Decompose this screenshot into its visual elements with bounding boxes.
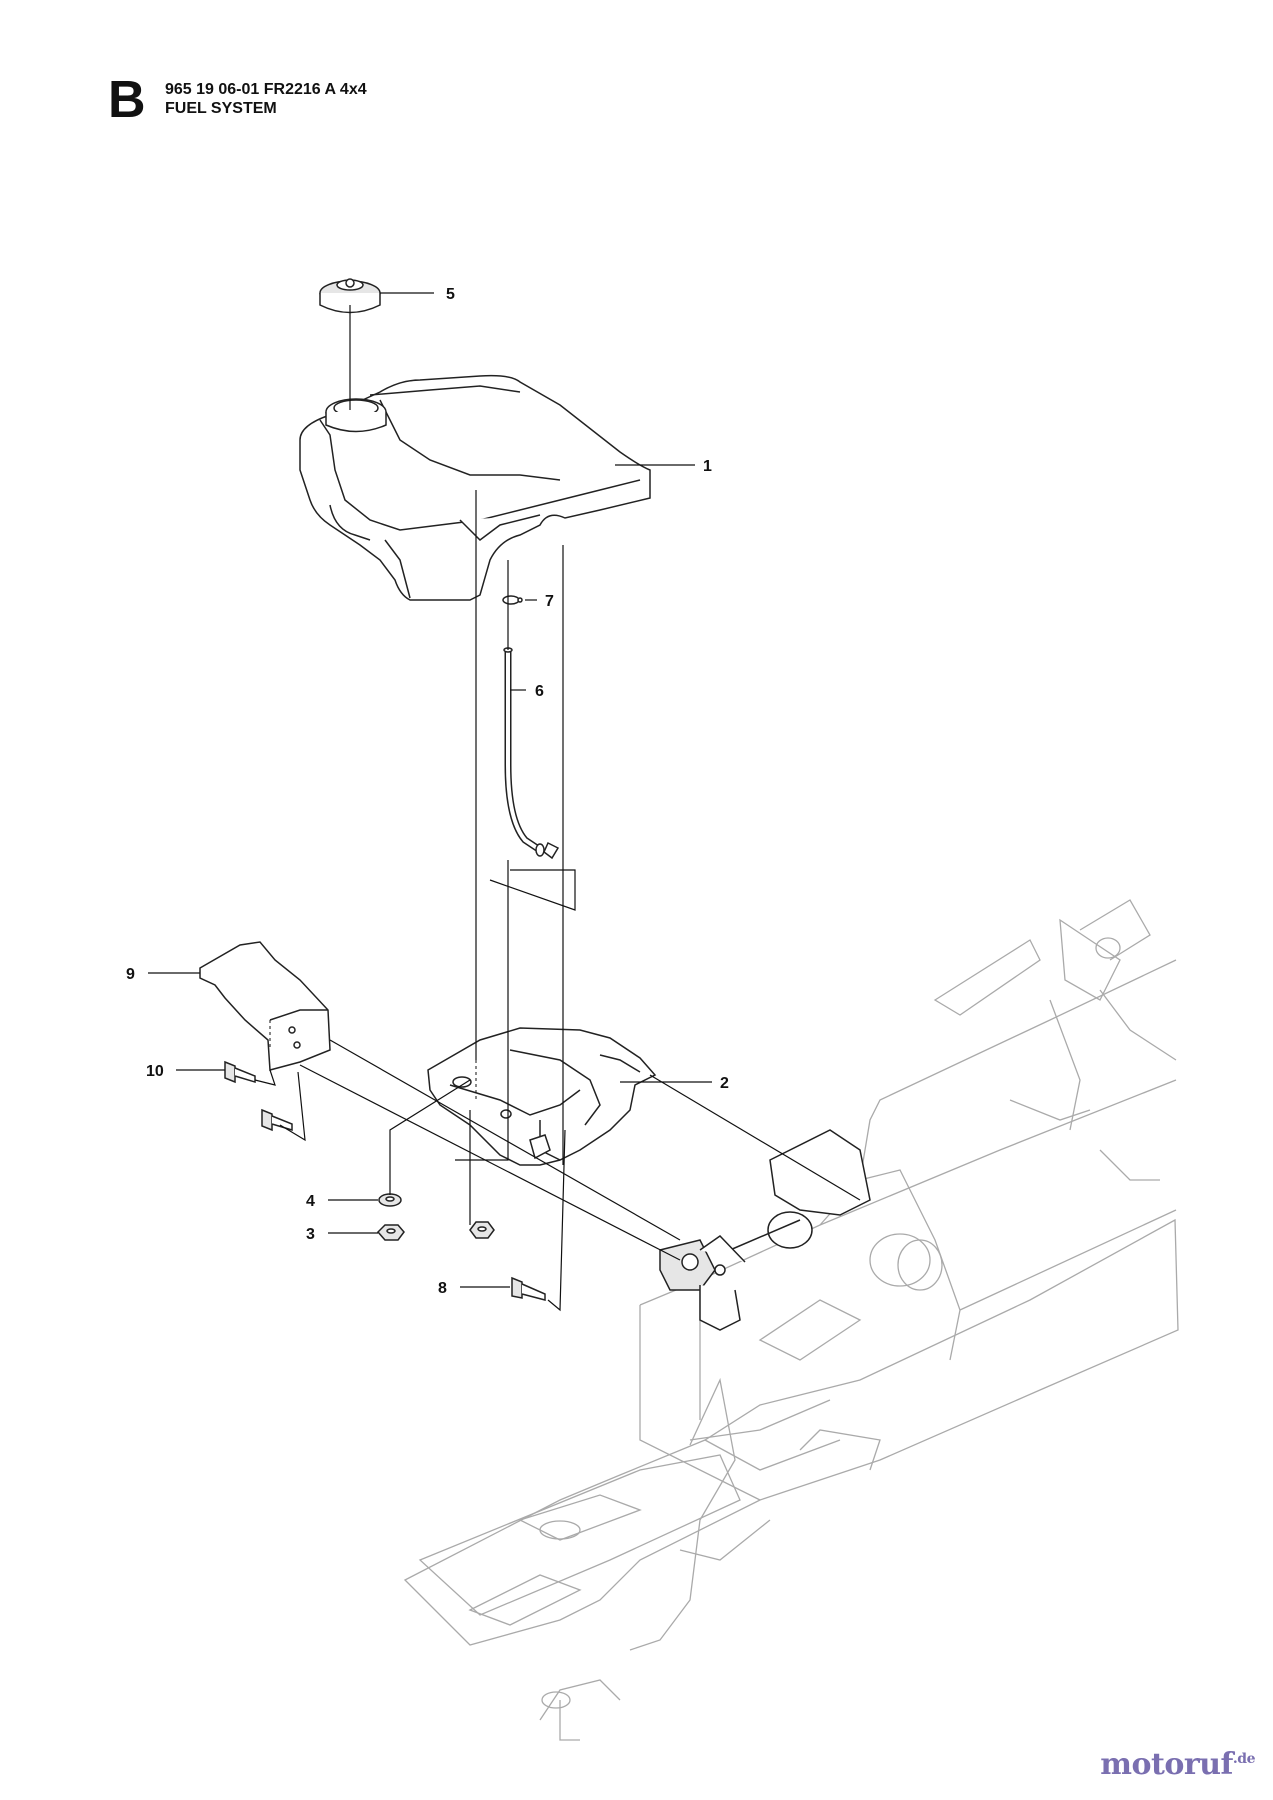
screw-10a bbox=[224, 1060, 256, 1084]
callout-3: 3 bbox=[306, 1226, 315, 1243]
assembly-lines bbox=[254, 305, 861, 1312]
hose-clamp bbox=[502, 595, 523, 605]
flange-nut bbox=[376, 1224, 405, 1241]
site-watermark: motoruf.de bbox=[1100, 1747, 1255, 1782]
tank-bracket bbox=[427, 1027, 657, 1166]
fuel-tank bbox=[299, 374, 651, 601]
heat-shield bbox=[199, 941, 331, 1071]
callout-5: 5 bbox=[446, 286, 455, 303]
callout-4: 4 bbox=[306, 1193, 315, 1210]
callout-7: 7 bbox=[545, 593, 554, 610]
watermark-brand: motoruf bbox=[1100, 1747, 1233, 1782]
callout-1: 1 bbox=[703, 458, 712, 475]
washer bbox=[378, 1193, 402, 1207]
screw-8 bbox=[511, 1276, 546, 1301]
callout-9: 9 bbox=[126, 966, 135, 983]
header-text: 965 19 06-01 FR2216 A 4x4 FUEL SYSTEM bbox=[165, 80, 367, 118]
tractor-frame bbox=[403, 899, 1179, 1741]
callout-numbers: 5 1 7 6 2 9 10 4 3 8 bbox=[126, 286, 729, 1297]
flange-nut-2 bbox=[469, 1221, 495, 1239]
watermark-tld: .de bbox=[1232, 1751, 1256, 1767]
diagram-title: FUEL SYSTEM bbox=[165, 100, 277, 117]
section-letter: B bbox=[108, 71, 146, 129]
pivot-bracket-assembly bbox=[659, 1129, 871, 1331]
screw-10b bbox=[261, 1108, 293, 1132]
callout-10: 10 bbox=[146, 1063, 164, 1080]
fuel-hose bbox=[503, 647, 560, 860]
part-number-line: 965 19 06-01 FR2216 A 4x4 bbox=[165, 81, 367, 98]
callout-6: 6 bbox=[535, 683, 544, 700]
callout-2: 2 bbox=[720, 1075, 729, 1092]
callout-leaders bbox=[148, 292, 712, 1288]
callout-8: 8 bbox=[438, 1280, 447, 1297]
